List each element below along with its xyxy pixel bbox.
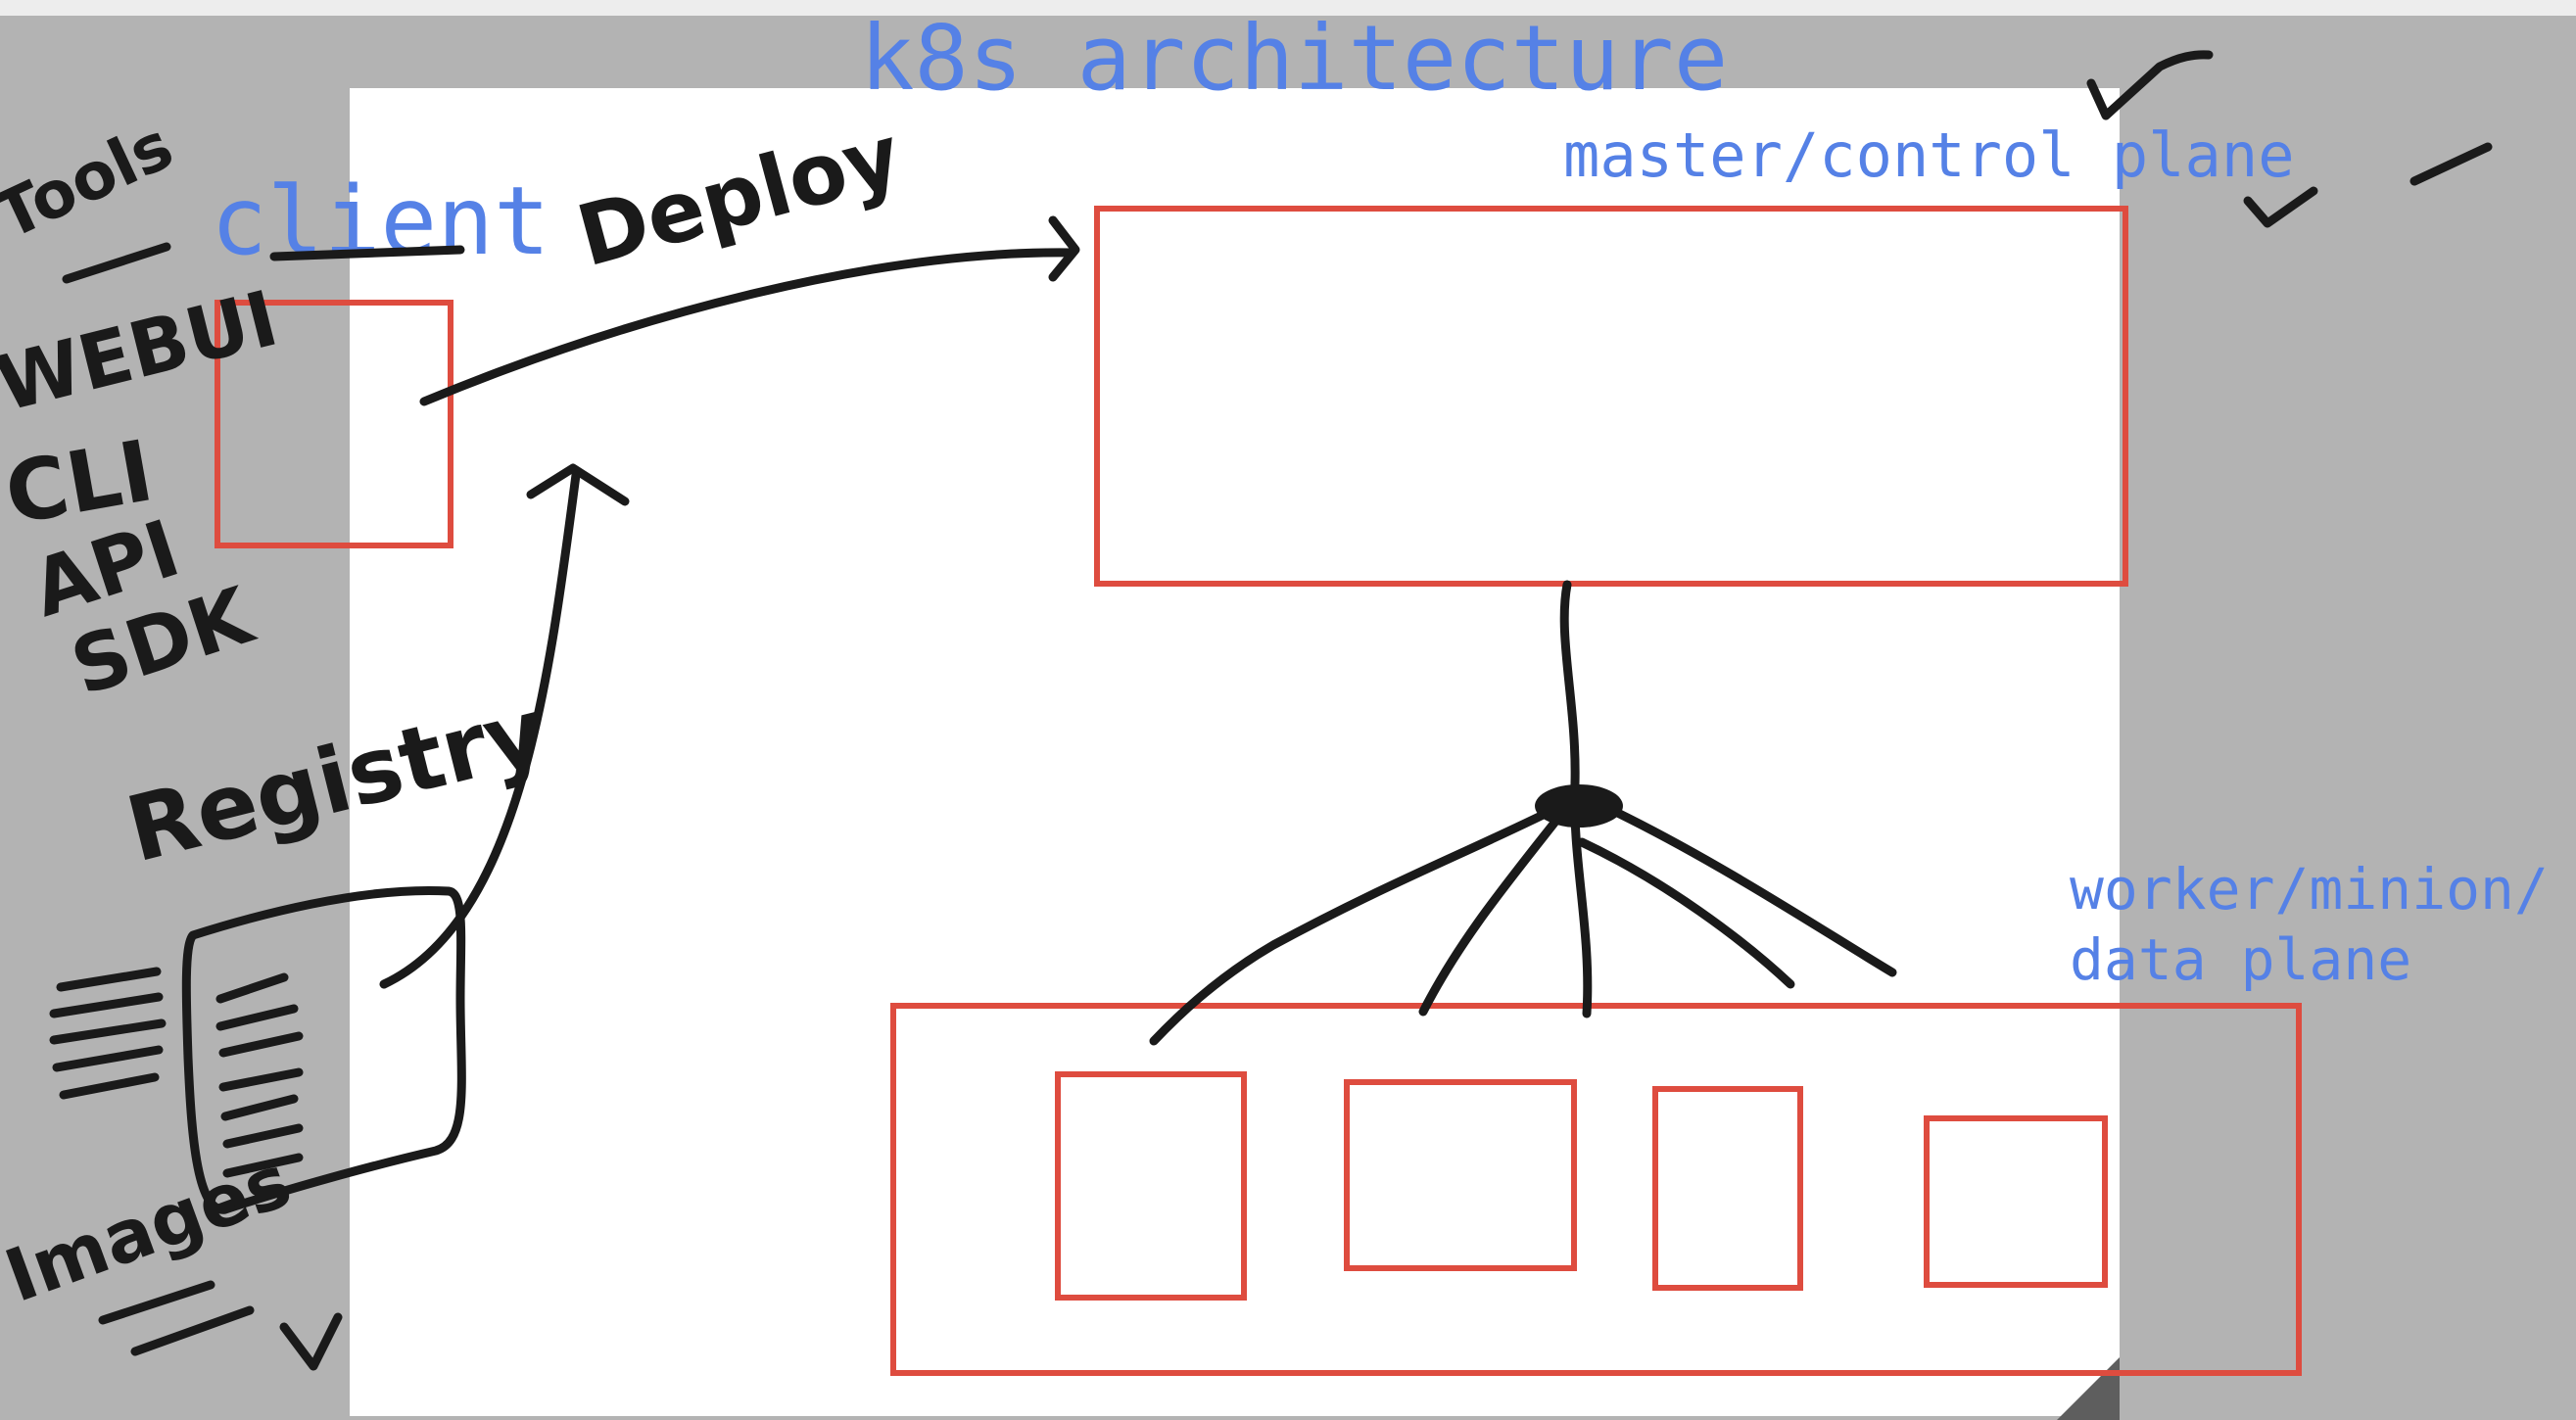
doc-line-4 xyxy=(218,1067,304,1092)
webui-label: WEBUI xyxy=(0,275,286,430)
registry-arrowhead xyxy=(526,463,630,506)
deploy-label: Deploy xyxy=(568,107,911,287)
stack-line-2 xyxy=(49,992,164,1018)
tools-label: Tools xyxy=(0,108,184,255)
check-icon-top xyxy=(2086,50,2214,120)
worker-label-line1: worker/minion/ xyxy=(2070,856,2549,923)
pod-box-4[interactable] xyxy=(1924,1115,2108,1288)
branch-line-1 xyxy=(1149,798,1572,1046)
top-strip xyxy=(0,0,2576,16)
client-label: client xyxy=(211,166,550,276)
deploy-arrowhead xyxy=(1048,215,1080,282)
branch-line-4 xyxy=(1582,793,1897,977)
check-icon-right xyxy=(2409,142,2493,186)
registry-label: Registry xyxy=(117,678,555,882)
stack-line-5 xyxy=(59,1072,160,1100)
images-underline-2 xyxy=(130,1305,255,1356)
stack-line-4 xyxy=(52,1045,164,1072)
check-icon-images xyxy=(279,1312,343,1371)
worker-nodes-box[interactable] xyxy=(890,1003,2302,1376)
cluster-link-line xyxy=(1559,580,1593,1018)
client-underline xyxy=(269,245,465,261)
branch-line-3 xyxy=(1577,837,1795,989)
tools-underline xyxy=(62,242,171,284)
stack-line-3 xyxy=(49,1018,167,1045)
doc-line-5 xyxy=(220,1094,299,1121)
doc-line-6 xyxy=(222,1123,304,1149)
doc-line-3 xyxy=(218,1031,304,1058)
check-icon-master xyxy=(2243,186,2318,228)
control-plane-box[interactable] xyxy=(1094,206,2128,587)
master-plane-label: master/control plane xyxy=(1563,119,2295,191)
images-underline-1 xyxy=(98,1280,215,1325)
doc-line-7 xyxy=(222,1153,304,1178)
pod-box-1[interactable] xyxy=(1055,1071,1247,1301)
pod-box-2[interactable] xyxy=(1344,1079,1577,1271)
registry-document xyxy=(181,885,466,1214)
worker-plane-label: worker/minion/ data plane xyxy=(2070,854,2549,995)
doc-line-1 xyxy=(215,972,289,1004)
doc-line-2 xyxy=(215,1004,299,1031)
deploy-arrow xyxy=(419,248,1077,406)
client-box[interactable] xyxy=(215,300,453,548)
registry-arrow xyxy=(379,470,581,989)
images-label: Images xyxy=(0,1139,302,1319)
pod-box-3[interactable] xyxy=(1652,1086,1803,1291)
stack-line-1 xyxy=(56,967,162,992)
worker-label-line2: data plane xyxy=(2070,926,2412,993)
whiteboard-page[interactable] xyxy=(350,88,2120,1416)
branch-line-2 xyxy=(1418,808,1567,1017)
diagram-title: k8s architecture xyxy=(860,6,1729,111)
cluster-knot xyxy=(1535,784,1623,828)
